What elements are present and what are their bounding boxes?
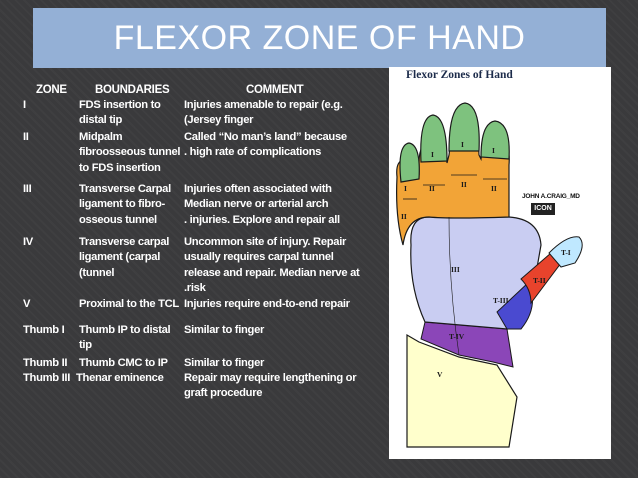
label-zone-i: I (492, 146, 495, 155)
row-comment: Injuries require end-to-end repair (184, 298, 350, 310)
thumb-ii-region (520, 252, 562, 305)
figure-title: Flexor Zones of Hand (406, 69, 513, 81)
row-zone: III (23, 183, 32, 195)
header-zone: ZONE (36, 84, 67, 96)
row-boundaries: FDS insertion to distal tip (79, 99, 161, 127)
label-zone-ii: II (461, 180, 467, 189)
finger-little-tip (480, 120, 510, 160)
row-zone: V (23, 298, 31, 310)
row-boundaries: Thumb IP to distal tip (79, 324, 171, 352)
finger-creases (403, 174, 507, 200)
label-thumb-iii: T-III (493, 296, 509, 305)
logo-badge: ICON (531, 203, 555, 215)
label-zone-ii: II (401, 212, 407, 221)
row-boundaries: Thumb CMC to IP (79, 357, 168, 369)
label-zone-ii: II (491, 184, 497, 193)
row-zone: I (23, 99, 26, 111)
row-boundaries: Thenar eminence (76, 372, 164, 384)
row-comment: Similar to finger (184, 324, 265, 336)
author-credit: JOHN A.CRAIG_MD (522, 193, 580, 200)
zone-v-region (406, 333, 518, 448)
label-zone-i: I (404, 184, 407, 193)
label-zone-iii: III (451, 265, 460, 274)
row-boundaries: Midpalm fibroosseous tunnel to FDS inser… (79, 131, 181, 174)
row-comment: Injuries amenable to repair (e.g. (Jerse… (184, 99, 343, 127)
label-zone-ii: II (429, 184, 435, 193)
label-zone-v: V (437, 370, 443, 379)
median-line (448, 216, 460, 356)
row-comment: Uncommon site of injury. Repair usually … (184, 236, 360, 295)
finger-middle-tip (420, 114, 448, 163)
finger-ring-tip (448, 102, 480, 152)
hand-illustration: I I I I II II II II III T-I T-II T-III T… (396, 102, 583, 448)
label-zone-i: I (461, 140, 464, 149)
row-zone: IV (23, 236, 33, 248)
row-zone: Thumb I (23, 324, 65, 336)
hand-zones-figure: Flexor Zones of Hand I I I I II I (389, 67, 611, 459)
row-boundaries: Proximal to the TCL (79, 298, 179, 310)
row-boundaries: Transverse Carpal ligament to fibro- oss… (79, 183, 171, 226)
label-thumb-iv: T-IV (449, 332, 465, 341)
logo-text: ICON (534, 205, 552, 212)
header-boundaries: BOUNDARIES (95, 84, 170, 96)
row-zone: Thumb II (23, 357, 68, 369)
row-comment: Called “No man’s land” because . high ra… (184, 131, 347, 159)
label-zone-i: I (431, 150, 434, 159)
thumb-i-region (548, 236, 583, 268)
header-comment: COMMENT (246, 84, 304, 96)
label-thumb-i: T-I (561, 248, 571, 257)
label-thumb-ii: T-II (533, 276, 546, 285)
slide-title: FLEXOR ZONE OF HAND (113, 19, 526, 57)
title-bar: FLEXOR ZONE OF HAND (33, 8, 606, 68)
finger-index-tip (399, 142, 420, 183)
row-zone: II (23, 131, 29, 143)
row-comment: Injuries often associated with Median ne… (184, 183, 340, 226)
row-zone: Thumb III (23, 372, 71, 384)
row-comment: Similar to finger (184, 357, 265, 369)
row-boundaries: Transverse carpal ligament (carpal (tunn… (79, 236, 170, 279)
row-comment: Repair may require lengthening or graft … (184, 372, 357, 400)
